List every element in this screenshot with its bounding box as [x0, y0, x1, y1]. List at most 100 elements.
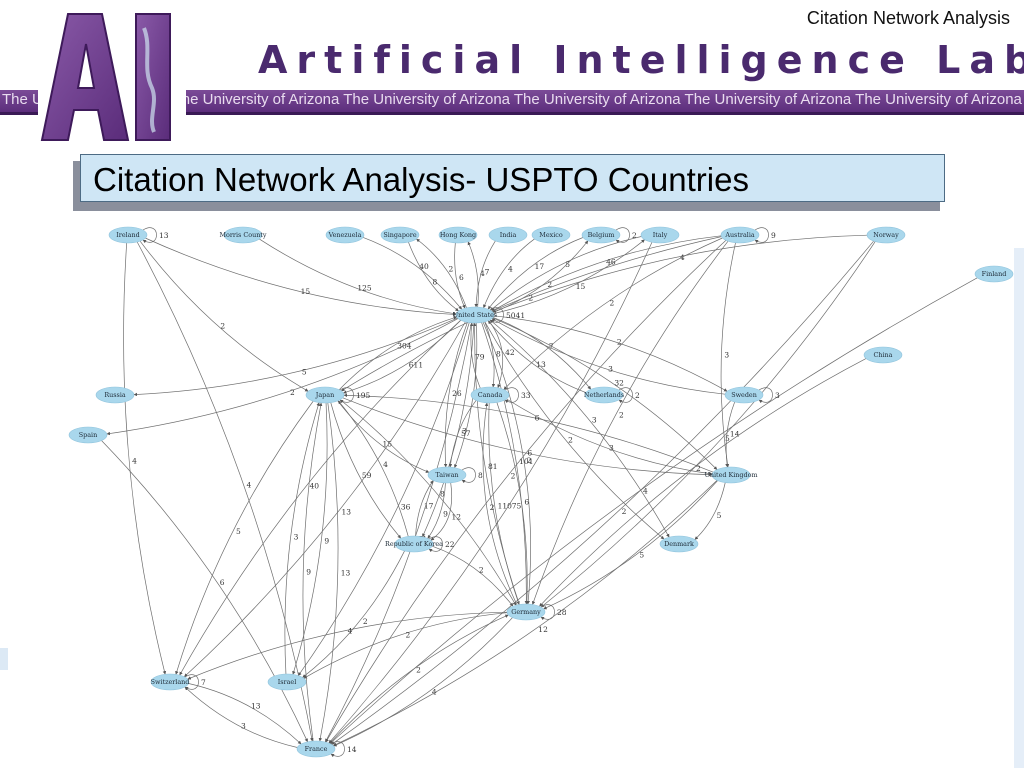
- edge-us-to-france: [325, 322, 472, 743]
- edge-uk-to-germany: [543, 480, 718, 610]
- edge-us-to-israel: [298, 322, 470, 676]
- node-mexico: Mexico: [531, 226, 571, 244]
- edge-label-norway-to-us: 4: [680, 253, 685, 262]
- node-label-denmark: Denmark: [664, 540, 694, 548]
- node-label-italy: Italy: [653, 231, 668, 239]
- edge-label-us-to-germany: 101: [519, 457, 533, 466]
- node-netherlands: Netherlands: [584, 386, 624, 404]
- node-italy: Italy: [640, 226, 680, 244]
- lab-name: Artificial Intelligence Lab: [258, 38, 1024, 82]
- slide-title: Citation Network Analysis- USPTO Countri…: [93, 161, 749, 198]
- edge-label-hongkong-to-us: 6: [459, 273, 464, 282]
- edge-us-to-singapore: [416, 238, 467, 308]
- edge-label-uk-to-france: 12: [538, 625, 548, 634]
- edge-canada-to-germany: [496, 402, 529, 605]
- edge-label-france-to-japan: 9: [306, 568, 311, 577]
- node-shape-switzerland: [150, 673, 190, 691]
- edge-australia-to-germany: [531, 241, 729, 605]
- node-shape-belgium: [581, 226, 621, 244]
- node-russia: Russia: [95, 386, 135, 404]
- edge-japan-to-korea: [330, 402, 402, 539]
- edge-label-france-to-germany: 2: [416, 665, 421, 674]
- edge-label-australia-to-france: 2: [511, 472, 516, 481]
- edge-singapore-to-us: [408, 242, 459, 312]
- edge-italy-to-us: [490, 236, 642, 311]
- self-loop-label-korea: 22: [445, 540, 455, 549]
- node-label-korea: Republic of Korea: [385, 540, 443, 548]
- edge-label-italy-to-us: 5: [565, 260, 570, 269]
- self-loop-japan: [339, 387, 354, 404]
- node-shape-taiwan: [427, 466, 467, 484]
- edge-sweden-to-us: [491, 318, 726, 395]
- edge-norway-to-us: [492, 234, 868, 313]
- node-shape-canada: [470, 386, 510, 404]
- edge-label-japan-to-uk: 6: [527, 449, 532, 458]
- edge-switzerland-to-france: [188, 683, 302, 745]
- edge-label-finland-to-france: 4: [643, 487, 648, 496]
- node-shape-netherlands: [584, 386, 624, 404]
- edge-belgium-to-us: [487, 237, 584, 310]
- edge-china-to-germany: [539, 358, 867, 607]
- edge-us-to-russia: [133, 317, 458, 397]
- node-label-finland: Finland: [982, 270, 1007, 278]
- edge-ireland-to-switzerland: [123, 242, 167, 675]
- edge-ireland-to-us: [145, 237, 457, 317]
- edge-label-us-to-switzerland: 13: [342, 507, 352, 516]
- edge-australia-to-canada: [503, 237, 723, 390]
- edge-label-us-to-hongkong: 4: [480, 269, 485, 278]
- node-shape-italy: [640, 226, 680, 244]
- edge-label-italy-to-france: 75: [512, 501, 522, 510]
- edge-label-australia-to-us: 46: [606, 258, 616, 267]
- node-norway: Norway: [866, 226, 906, 244]
- edge-label-norway-to-france: 2: [622, 507, 627, 516]
- edge-us-to-canada: [484, 321, 496, 388]
- node-france: France: [296, 740, 336, 758]
- edge-label-venezuela-to-us: 40: [419, 262, 429, 271]
- edge-label-germany-to-israel: 2: [405, 630, 410, 639]
- node-shape-russia: [95, 386, 135, 404]
- edge-label-japan-to-korea: 59: [362, 471, 372, 480]
- edge-label-us-to-switzerland: 40: [309, 482, 319, 491]
- edge-norway-to-germany: [540, 241, 876, 608]
- edge-germany-to-us: [472, 322, 520, 605]
- edge-germany-to-france: [333, 617, 513, 747]
- edge-label-taiwan-to-korea: 9: [443, 509, 448, 518]
- self-loop-australia: [754, 227, 769, 244]
- self-loop-korea: [428, 536, 443, 553]
- node-israel: Israel: [267, 673, 307, 691]
- node-label-belgium: Belgium: [588, 231, 615, 239]
- node-label-germany: Germany: [511, 608, 541, 616]
- node-shape-finland: [974, 265, 1014, 283]
- edge-australia-to-us: [491, 235, 722, 312]
- edge-japan-to-switzerland: [175, 401, 314, 675]
- node-label-switzerland: Switzerland: [151, 678, 190, 686]
- edge-germany-to-switzerland: [187, 611, 508, 680]
- self-loop-france: [330, 741, 345, 758]
- ai-lab-logo: [38, 8, 186, 144]
- node-label-russia: Russia: [104, 391, 126, 399]
- self-loop-germany: [540, 604, 555, 621]
- edge-sweden-to-uk: [725, 401, 736, 468]
- edge-canada-to-us: [469, 322, 481, 389]
- node-label-china: China: [874, 351, 893, 359]
- node-shape-mexico: [531, 226, 571, 244]
- left-edge-mark: [0, 648, 8, 670]
- node-label-singapore: Singapore: [383, 231, 416, 239]
- edge-morris-to-us: [259, 238, 457, 316]
- node-label-netherlands: Netherlands: [584, 391, 624, 399]
- node-australia: Australia: [720, 226, 760, 244]
- edge-label-us-to-israel: 36: [401, 503, 411, 512]
- node-shape-singapore: [380, 226, 420, 244]
- node-shape-korea: [394, 535, 434, 553]
- edge-us-to-uk: [492, 317, 718, 470]
- edge-label-japan-to-taiwan: 15: [383, 440, 393, 449]
- edge-label-japan-to-germany: 8: [440, 490, 445, 499]
- node-label-israel: Israel: [278, 678, 297, 686]
- node-switzerland: Switzerland: [150, 673, 190, 691]
- edge-label-canada-to-us: 79: [475, 353, 485, 362]
- edge-label-germany-to-switzerland: 4: [348, 627, 353, 636]
- edge-label-us-to-canada: 8: [496, 349, 501, 358]
- edge-us-to-germany: [482, 322, 531, 605]
- self-loop-taiwan: [461, 467, 476, 484]
